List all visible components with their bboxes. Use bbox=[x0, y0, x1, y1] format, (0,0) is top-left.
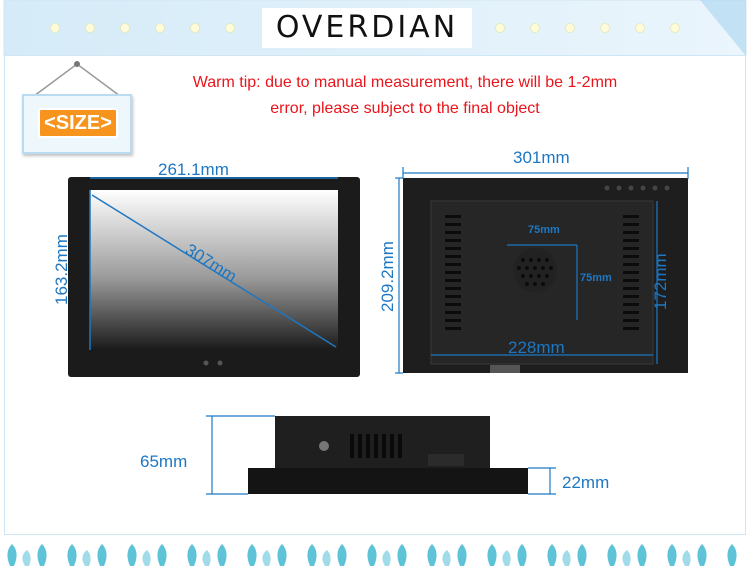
vesa-vertical-label: 75mm bbox=[580, 272, 612, 284]
sign-board: <SIZE> bbox=[22, 94, 132, 154]
connector bbox=[490, 365, 520, 373]
front-diagonal-line bbox=[91, 194, 337, 348]
vesa-horizontal-label: 75mm bbox=[528, 224, 560, 236]
back-width-label: 301mm bbox=[513, 148, 570, 167]
brand-logo: OVERDIAN bbox=[262, 8, 472, 48]
front-button bbox=[217, 360, 223, 366]
back-view bbox=[395, 167, 689, 374]
back-inner-width-label: 228mm bbox=[508, 338, 565, 357]
side-bezel bbox=[248, 468, 528, 494]
tip-line-2: error, please subject to the final objec… bbox=[270, 100, 540, 117]
speaker-grille bbox=[513, 248, 557, 292]
front-height-label: 163.2mm bbox=[52, 234, 71, 305]
front-width-label: 261.1mm bbox=[158, 160, 229, 179]
side-vent bbox=[428, 454, 464, 466]
back-inner-height-label: 172mm bbox=[651, 253, 670, 310]
back-height-label: 209.2mm bbox=[378, 241, 397, 312]
size-sign: <SIZE> bbox=[22, 58, 134, 158]
warm-tip: Warm tip: due to manual measurement, the… bbox=[150, 70, 660, 122]
front-button bbox=[203, 360, 209, 366]
power-switch bbox=[319, 441, 329, 451]
size-label: <SIZE> bbox=[38, 108, 118, 138]
front-view bbox=[68, 177, 360, 377]
side-depth-label: 65mm bbox=[140, 452, 188, 471]
side-view bbox=[206, 415, 556, 495]
footer-decoration bbox=[0, 540, 750, 570]
side-thin-label: 22mm bbox=[562, 473, 610, 492]
sign-string bbox=[33, 61, 121, 97]
tip-line-1: Warm tip: due to manual measurement, the… bbox=[192, 74, 618, 91]
